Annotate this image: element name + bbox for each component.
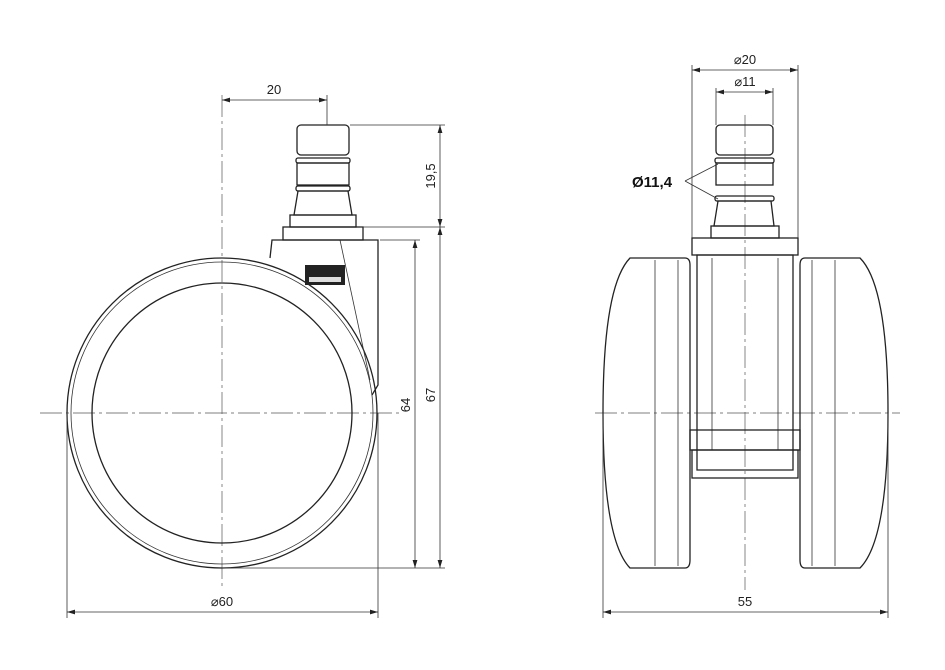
housing-edge [339, 239, 371, 381]
dim-height-total: 67 [423, 388, 438, 402]
stem [282, 124, 364, 241]
dim-stem-diameter: ⌀11 [734, 74, 755, 89]
dim-flange-diameter: ⌀20 [734, 52, 756, 67]
dim-overall-width: 55 [738, 594, 752, 609]
dim-stem-offset: 20 [267, 82, 281, 97]
dim-wheel-diameter: ⌀60 [211, 594, 233, 609]
brand-logo [305, 265, 345, 285]
dim-ring-diameter: Ø11,4 [632, 174, 673, 191]
dim-height-inner: 64 [398, 398, 413, 412]
stem [710, 124, 780, 239]
right-wheel [799, 257, 889, 569]
left-wheel [602, 257, 691, 569]
wheel-outer-edge [70, 261, 374, 565]
wheel-hub [91, 282, 353, 544]
axle-base [691, 449, 799, 479]
housing [269, 239, 379, 396]
front-view: ⌀20 ⌀11 Ø11,4 55 [595, 52, 900, 618]
dim-stem-height: 19,5 [423, 163, 438, 188]
side-view: 20 19,5 64 67 ⌀60 [40, 82, 445, 618]
